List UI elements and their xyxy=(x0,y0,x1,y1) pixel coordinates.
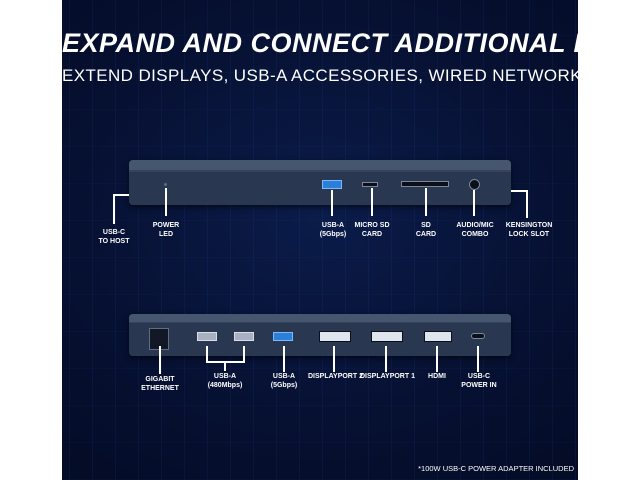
leader-line xyxy=(511,190,527,192)
label-power-led: POWER LED xyxy=(149,221,183,239)
label-displayport-1: DISPLAYPORT 1 xyxy=(360,372,415,381)
label-usb-a-5gbps-rear: USB-A (5Gbps) xyxy=(264,372,304,390)
dock-rear-view xyxy=(129,314,511,356)
label-line: GIGABIT xyxy=(145,376,175,383)
usb-c-power-port xyxy=(471,333,485,339)
label-line: (5Gbps) xyxy=(270,382,298,389)
dock-top-surface xyxy=(129,160,511,170)
label-displayport-2: DISPLAYPORT 2 xyxy=(308,372,363,381)
power-led-indicator xyxy=(164,183,167,186)
displayport-1-port xyxy=(371,331,403,342)
label-line: ETHERNET xyxy=(141,385,179,392)
label-line: SD xyxy=(421,222,431,229)
label-line: AUDIO/MIC xyxy=(456,222,494,229)
leader-line xyxy=(113,194,129,196)
label-sd-card: SD CARD xyxy=(408,221,444,239)
label-line: (480Mbps) xyxy=(207,382,243,389)
label-kensington-lock: KENSINGTON LOCK SLOT xyxy=(504,221,554,239)
label-line: USB-A xyxy=(213,373,237,380)
leader-line xyxy=(526,190,528,218)
label-usb-a-480mbps: USB-A (480Mbps) xyxy=(203,372,247,390)
label-audio-mic: AUDIO/MIC COMBO xyxy=(453,221,497,239)
leader-line xyxy=(243,346,245,362)
label-line: USB-A xyxy=(272,373,296,380)
label-hdmi: HDMI xyxy=(422,372,452,381)
label-line: DISPLAYPORT 1 xyxy=(360,373,415,380)
usb-a-480mbps-port-2 xyxy=(234,332,254,341)
micro-sd-slot xyxy=(362,182,378,187)
leader-line xyxy=(436,346,438,372)
label-line: DISPLAYPORT 2 xyxy=(308,373,363,380)
audio-jack xyxy=(469,179,480,190)
label-line: LED xyxy=(159,231,173,238)
label-gigabit-ethernet: GIGABIT ETHERNET xyxy=(140,375,180,393)
headline: EXPAND AND CONNECT ADDITIONAL DEVICES xyxy=(62,28,640,58)
dock-front-view xyxy=(129,160,511,205)
label-line: USB-C xyxy=(467,373,491,380)
left-margin xyxy=(0,0,62,480)
leader-line xyxy=(333,346,335,372)
leader-line xyxy=(477,346,479,372)
label-line: MICRO SD xyxy=(354,222,390,229)
leader-line xyxy=(385,346,387,372)
footnote: *100W USB-C POWER ADAPTER INCLUDED xyxy=(418,464,574,473)
label-line: COMBO xyxy=(461,231,489,238)
label-line: LOCK SLOT xyxy=(508,231,550,238)
leader-line xyxy=(159,346,161,374)
displayport-2-port xyxy=(319,331,351,342)
label-line: CARD xyxy=(415,231,437,238)
usb-a-480mbps-port-1 xyxy=(197,332,217,341)
label-line: POWER xyxy=(152,222,180,229)
leader-line xyxy=(371,188,373,216)
subheadline: EXTEND DISPLAYS, USB-A ACCESSORIES, WIRE… xyxy=(62,66,614,85)
label-line: USB-C xyxy=(102,229,126,236)
leader-line xyxy=(113,194,115,224)
label-usb-c-to-host: USB-C TO HOST xyxy=(96,228,132,246)
leader-line xyxy=(425,188,427,216)
label-line: (5Gbps) xyxy=(319,231,347,238)
dock-top-surface xyxy=(129,314,511,322)
usb-a-5gbps-port-front xyxy=(322,180,342,189)
label-micro-sd: MICRO SD CARD xyxy=(352,221,392,239)
label-line: POWER IN xyxy=(461,382,497,389)
dock-front-face xyxy=(129,172,511,205)
leader-line xyxy=(224,361,226,371)
leader-line xyxy=(473,190,475,216)
right-margin xyxy=(578,0,640,480)
sd-card-slot xyxy=(401,181,449,187)
label-usb-a-5gbps-front: USB-A (5Gbps) xyxy=(313,221,353,239)
hdmi-port xyxy=(424,331,452,342)
label-line: HDMI xyxy=(428,373,446,380)
label-line: USB-A xyxy=(321,222,345,229)
leader-line xyxy=(165,188,167,216)
label-line: KENSINGTON xyxy=(505,222,553,229)
leader-line xyxy=(331,190,333,216)
usb-a-5gbps-port-rear xyxy=(273,332,293,341)
label-line: TO HOST xyxy=(98,238,130,245)
label-line: CARD xyxy=(361,231,383,238)
leader-line xyxy=(206,346,208,362)
leader-line xyxy=(283,346,285,372)
label-usb-c-power-in: USB-C POWER IN xyxy=(459,372,499,390)
